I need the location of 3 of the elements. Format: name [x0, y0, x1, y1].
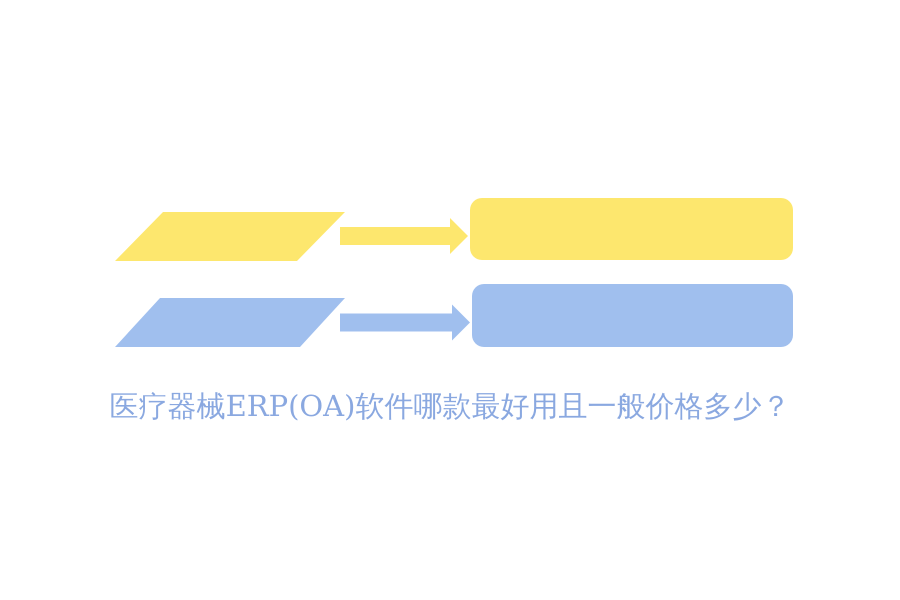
- title: 医疗器械ERP(OA)软件哪款最好用且一般价格多少？: [108, 388, 792, 425]
- arrow: [340, 304, 470, 340]
- arrow: [340, 218, 468, 254]
